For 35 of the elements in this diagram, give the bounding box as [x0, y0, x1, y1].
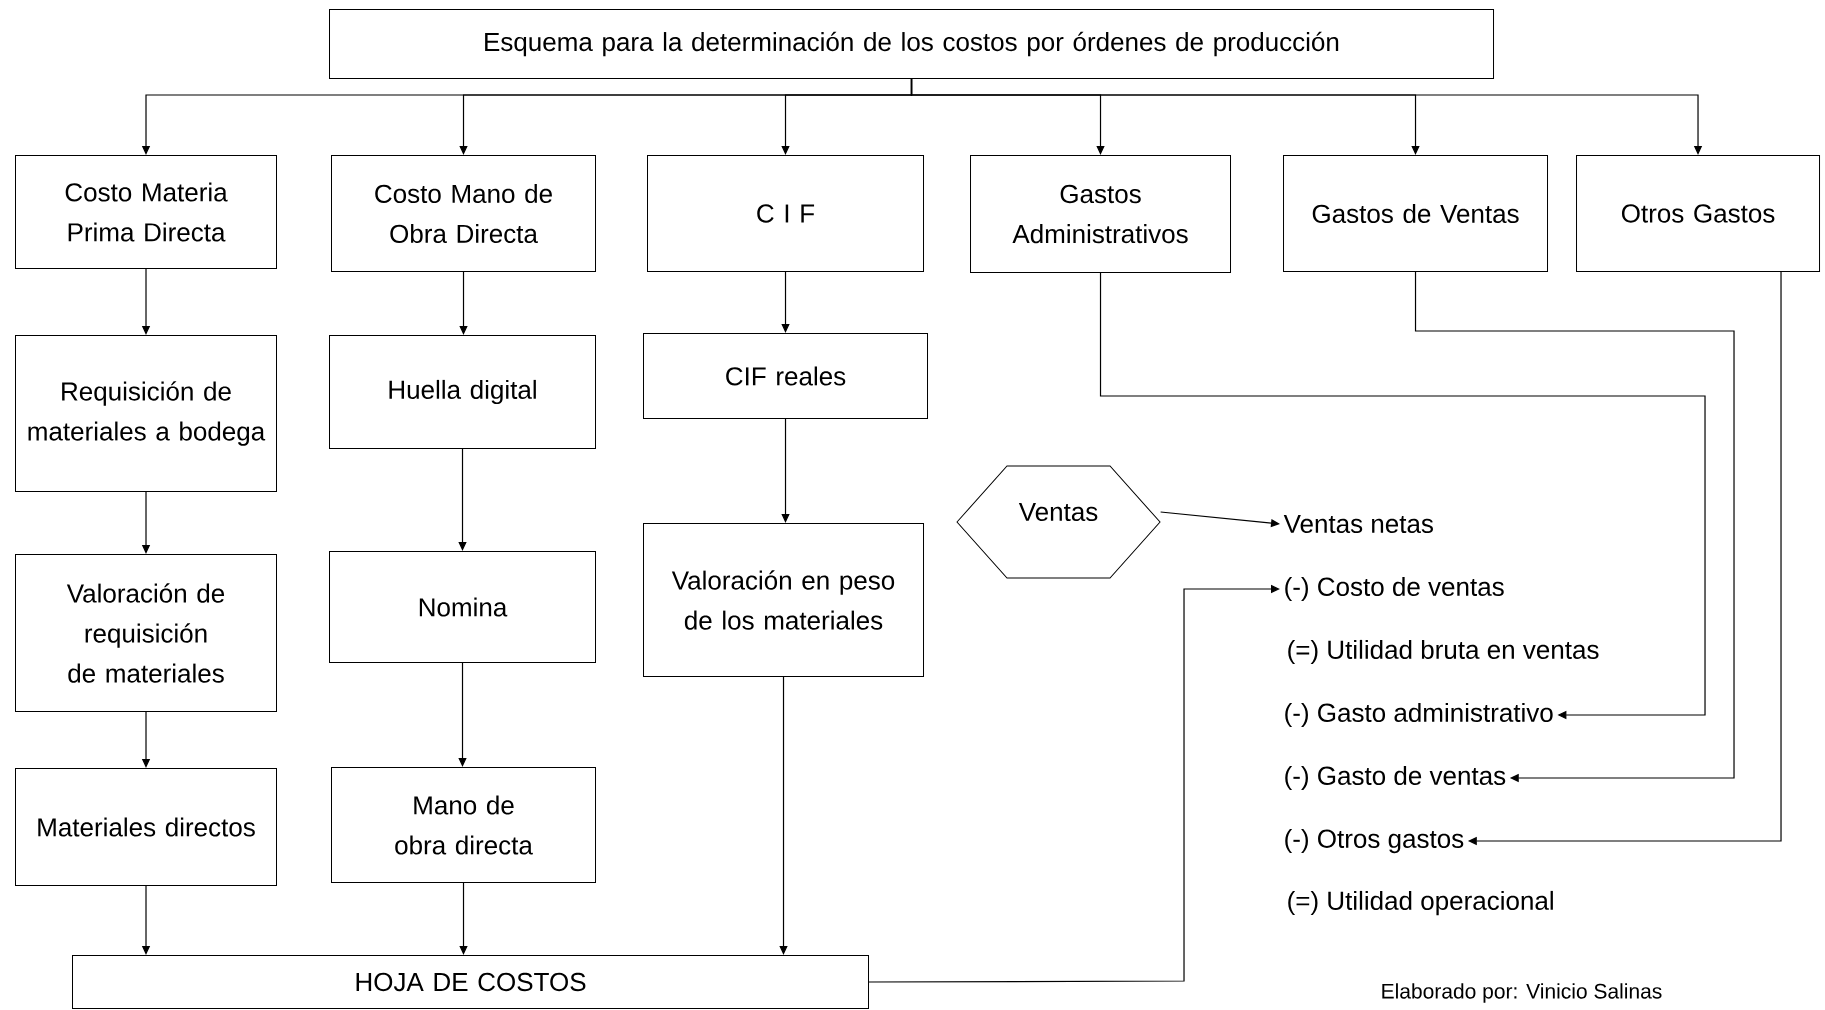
statement-line: (-) Gasto de ventas: [1285, 765, 1506, 791]
process-box: Materiales directos: [15, 768, 277, 886]
arrow: [1414, 271, 1735, 783]
statement-line: (=) Utilidad operacional: [1288, 890, 1553, 916]
process-box: Huella digital: [329, 335, 596, 449]
process-box: Costo Materia Prima Directa: [15, 155, 277, 269]
title-box: Esquema para la determinación de los costos por órdenes de producción: [329, 9, 1494, 79]
arrow: [779, 676, 788, 955]
statement-line: (-) Gasto administrativo: [1285, 702, 1553, 728]
process-box: Costo Mano de Obra Directa: [331, 155, 596, 272]
author-note: Elaborado por: Vinicio Salinas: [1382, 983, 1662, 1003]
arrow: [781, 418, 790, 523]
process-box: Otros Gastos: [1576, 155, 1820, 272]
process-box: Nomina: [329, 551, 596, 663]
process-box: Valoración de requisición de materiales: [15, 554, 277, 712]
arrow: [1099, 272, 1706, 720]
arrow: [910, 78, 1703, 155]
process-box: CIF reales: [643, 333, 928, 419]
process-box: Requisición de materiales a bodega: [15, 335, 277, 492]
process-box: HOJA DE COSTOS: [72, 955, 869, 1009]
process-box: Mano de obra directa: [331, 767, 596, 883]
statement-line: Ventas netas: [1283, 514, 1433, 534]
arrow: [459, 271, 468, 335]
process-box: Gastos Administrativos: [970, 155, 1231, 273]
arrow: [781, 271, 790, 333]
statement-line: (=) Utilidad bruta en ventas: [1288, 639, 1599, 665]
process-box: Gastos de Ventas: [1283, 155, 1548, 272]
arrow: [459, 882, 468, 955]
arrow: [458, 662, 467, 767]
process-box: C I F: [647, 155, 924, 272]
statement-line: (-) Otros gastos: [1285, 828, 1464, 854]
arrow: [458, 448, 467, 551]
arrow: [868, 584, 1280, 983]
statement-line: (-) Costo de ventas: [1285, 576, 1504, 602]
process-box: Valoración en peso de los materiales: [643, 523, 924, 677]
